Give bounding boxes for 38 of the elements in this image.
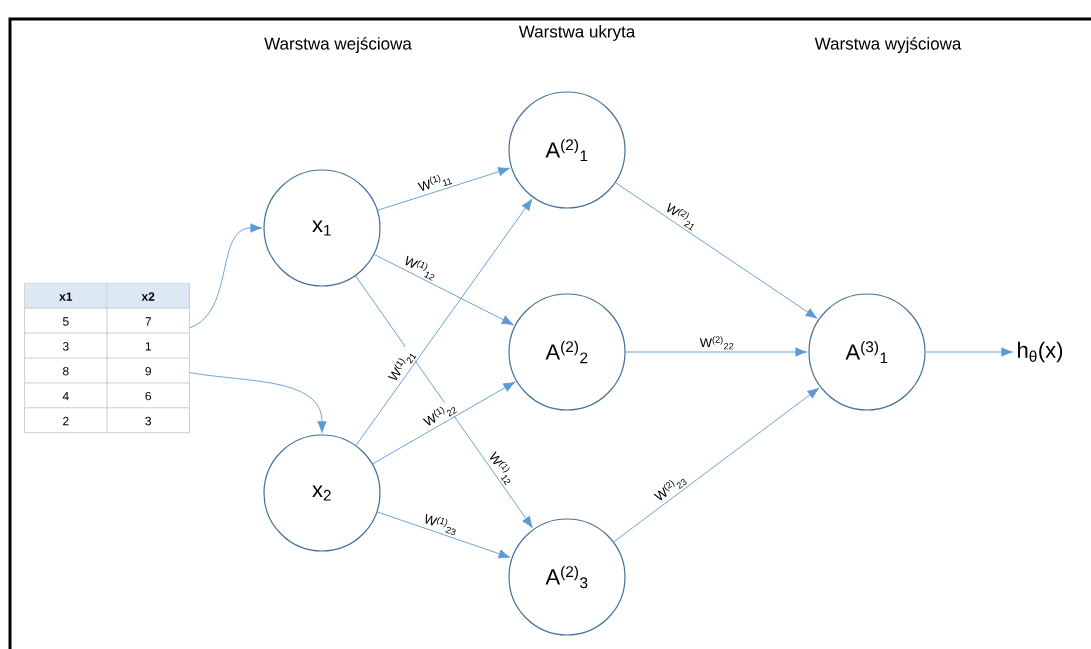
node-label: 3 <box>62 342 69 351</box>
layer-heading: Warstwa wejściowa <box>264 37 412 54</box>
edge-label: W$^{(2)}$21 <box>667 202 694 231</box>
node-label: 6 <box>145 391 152 401</box>
edge-label: W$^{(2)}$22 <box>699 336 734 350</box>
edge-label: W$^{(1)}$11 <box>417 174 453 191</box>
arrow <box>372 381 516 465</box>
node-label: 8 <box>62 366 69 376</box>
edge-label: W$^{(2)}$23 <box>653 479 687 501</box>
node-label: x2 <box>141 292 155 301</box>
edge-label: W$^{(1)}$23 <box>425 513 456 535</box>
arrow <box>355 275 533 528</box>
edge-label: W$^{(1)}$12 <box>405 255 435 281</box>
arrow <box>377 167 510 211</box>
node-label: 4 <box>62 392 69 401</box>
arrow <box>613 387 820 543</box>
layer-heading: Warstwa wyjściowa <box>814 37 962 54</box>
arrow <box>615 182 818 319</box>
node-label: 2 <box>63 416 69 426</box>
node-label: x1 <box>59 292 73 301</box>
node-label: 7 <box>145 317 151 326</box>
node-label: 1 <box>145 342 151 351</box>
arrow <box>189 372 327 434</box>
arrow <box>373 254 514 326</box>
arrow <box>925 347 1013 357</box>
layer-heading: Warstwa ukryta <box>518 25 636 41</box>
output-label: h$_{θ}$(x) <box>1018 341 1063 363</box>
arrow <box>355 198 533 446</box>
arrow <box>189 223 263 329</box>
edge-label: W$^{(1)}$21 <box>387 353 417 380</box>
arrow <box>377 511 511 559</box>
data-table: x1 x2 5 7 3 1 8 9 4 6 2 3 <box>24 283 190 433</box>
arrow <box>625 347 808 357</box>
node-label: 5 <box>62 317 69 326</box>
node-label: 3 <box>145 416 152 426</box>
edge-label: W$^{(1)}$12 <box>489 451 511 486</box>
node-label: 9 <box>145 366 151 376</box>
edge-label: W$^{(1)}$22 <box>422 406 458 426</box>
